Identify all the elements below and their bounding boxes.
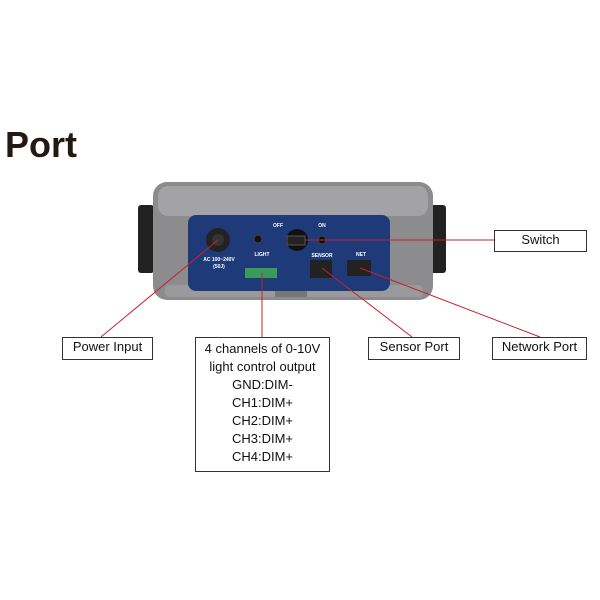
switch-label: Switch xyxy=(494,230,587,252)
sensor-port-label: Sensor Port xyxy=(368,337,460,360)
channels-subheading: light control output xyxy=(209,359,316,374)
right-grip xyxy=(430,205,446,273)
net-jack xyxy=(347,260,371,276)
channels-heading: 4 channels of 0-10V xyxy=(204,341,321,356)
light-terminal xyxy=(245,268,277,278)
leader-lines xyxy=(100,239,541,338)
power-marking-sub: (50J) xyxy=(213,264,225,270)
light-marking: LIGHT xyxy=(255,252,270,258)
channels-label: 4 channels of 0-10V light control output… xyxy=(195,337,330,472)
channel-line: GND:DIM- xyxy=(232,377,293,392)
channel-line: CH4:DIM+ xyxy=(231,449,294,464)
sensor-marking: SENSOR xyxy=(311,253,333,259)
power-input-label: Power Input xyxy=(62,337,153,360)
left-grip xyxy=(138,205,154,273)
channel-line: CH1:DIM+ xyxy=(231,395,294,410)
net-marking: NET xyxy=(356,252,366,258)
channel-line: CH3:DIM+ xyxy=(231,431,294,446)
sensor-jack xyxy=(310,260,332,278)
channel-line: CH2:DIM+ xyxy=(231,413,294,428)
page-title: Port xyxy=(5,124,77,165)
port-panel xyxy=(188,215,390,291)
off-marking: OFF xyxy=(273,223,283,229)
on-marking: ON xyxy=(318,223,326,229)
power-marking: AC 100~240V xyxy=(203,257,235,263)
network-port-label: Network Port xyxy=(492,337,587,360)
